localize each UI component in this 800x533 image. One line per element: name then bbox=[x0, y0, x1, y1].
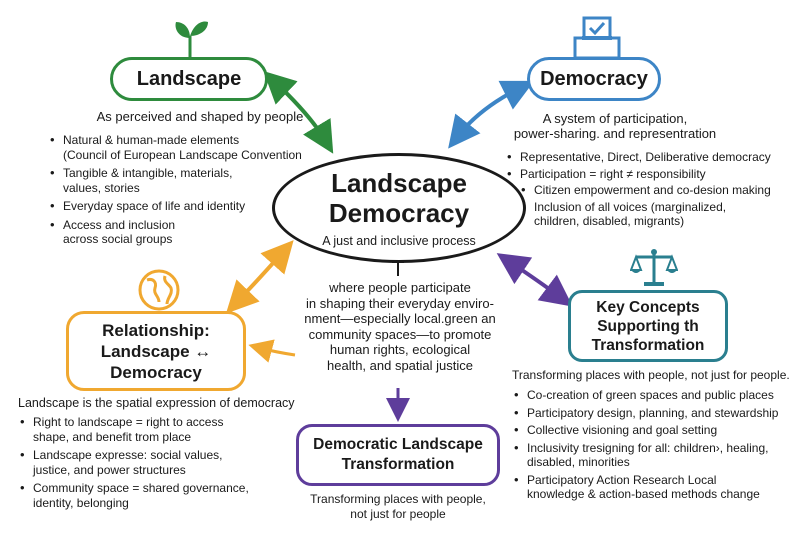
globe-icon bbox=[138, 269, 180, 311]
transformation-desc: Transforming places with people, not jus… bbox=[310, 492, 486, 521]
arrow-landscape-center bbox=[263, 71, 334, 154]
relationship-desc: Landscape is the spatial expression of d… bbox=[18, 396, 295, 410]
list-item: Natural & human-made elements (Council o… bbox=[48, 133, 318, 162]
arrow-center-keyconcepts bbox=[496, 253, 573, 307]
arrow-democracy-center bbox=[448, 80, 535, 149]
center-title: Landscape Democracy bbox=[328, 168, 470, 228]
relationship-box: Relationship: Landscape ↔ Democracy bbox=[66, 311, 246, 391]
center-ellipse bbox=[272, 153, 526, 263]
list-item: Collective visioning and goal setting bbox=[512, 423, 797, 438]
landscape-bullets: Natural & human-made elements (Council o… bbox=[48, 133, 318, 251]
list-item: Participatory Action Research Local know… bbox=[512, 473, 797, 502]
arrow-text-relationship bbox=[248, 339, 296, 363]
democracy-bullets: Representative, Direct, Deliberative dem… bbox=[505, 150, 790, 233]
list-item: Participatory design, planning, and stew… bbox=[512, 406, 797, 421]
list-item: Inclusivity tresigning for all: children… bbox=[512, 441, 797, 470]
key-concepts-box: Key Concepts Supporting th Transformatio… bbox=[568, 290, 728, 362]
landscape-desc: As perceived and shaped by people bbox=[96, 109, 304, 124]
list-item: Citizen empowerment and co-desion making bbox=[519, 183, 790, 198]
list-item: Representative, Direct, Deliberative dem… bbox=[505, 150, 790, 165]
key-concepts-bullets: Co-creation of green spaces and public p… bbox=[512, 388, 797, 506]
landscape-box: Landscape bbox=[110, 57, 268, 101]
key-concepts-desc: Transforming places with people, not jus… bbox=[512, 368, 790, 382]
transformation-box: Democratic Landscape Transformation bbox=[296, 424, 500, 486]
list-item: Access and inclusion across social group… bbox=[48, 218, 318, 247]
democracy-desc: A system of participation, power-sharing… bbox=[513, 111, 717, 141]
democracy-title: Democracy bbox=[540, 67, 648, 90]
list-item: Co-creation of green spaces and public p… bbox=[512, 388, 797, 403]
list-item: Landscape expresse: social values, justi… bbox=[18, 448, 308, 477]
scales-icon bbox=[630, 249, 678, 286]
center-description: where people participate in shaping thei… bbox=[304, 280, 496, 373]
list-item: Inclusion of all voices (marginalized, c… bbox=[519, 200, 790, 229]
list-item: Participation = right ≠ responsibility bbox=[505, 167, 790, 182]
arrow-center-relationship bbox=[225, 240, 294, 314]
center-subtitle: A just and inclusive process bbox=[322, 234, 476, 248]
list-item: Everyday space of life and identity bbox=[48, 199, 318, 214]
sprout-icon bbox=[175, 21, 208, 60]
democracy-box: Democracy bbox=[527, 57, 661, 101]
landscape-title: Landscape bbox=[136, 67, 242, 90]
list-item: Right to landscape = right to access sha… bbox=[18, 415, 308, 444]
list-item: Tangible & intangible, materials, values… bbox=[48, 166, 318, 195]
list-item: Community space = shared governance, ide… bbox=[18, 481, 308, 510]
relationship-bullets: Right to landscape = right to access sha… bbox=[18, 415, 308, 514]
ballot-box-icon bbox=[573, 16, 621, 60]
